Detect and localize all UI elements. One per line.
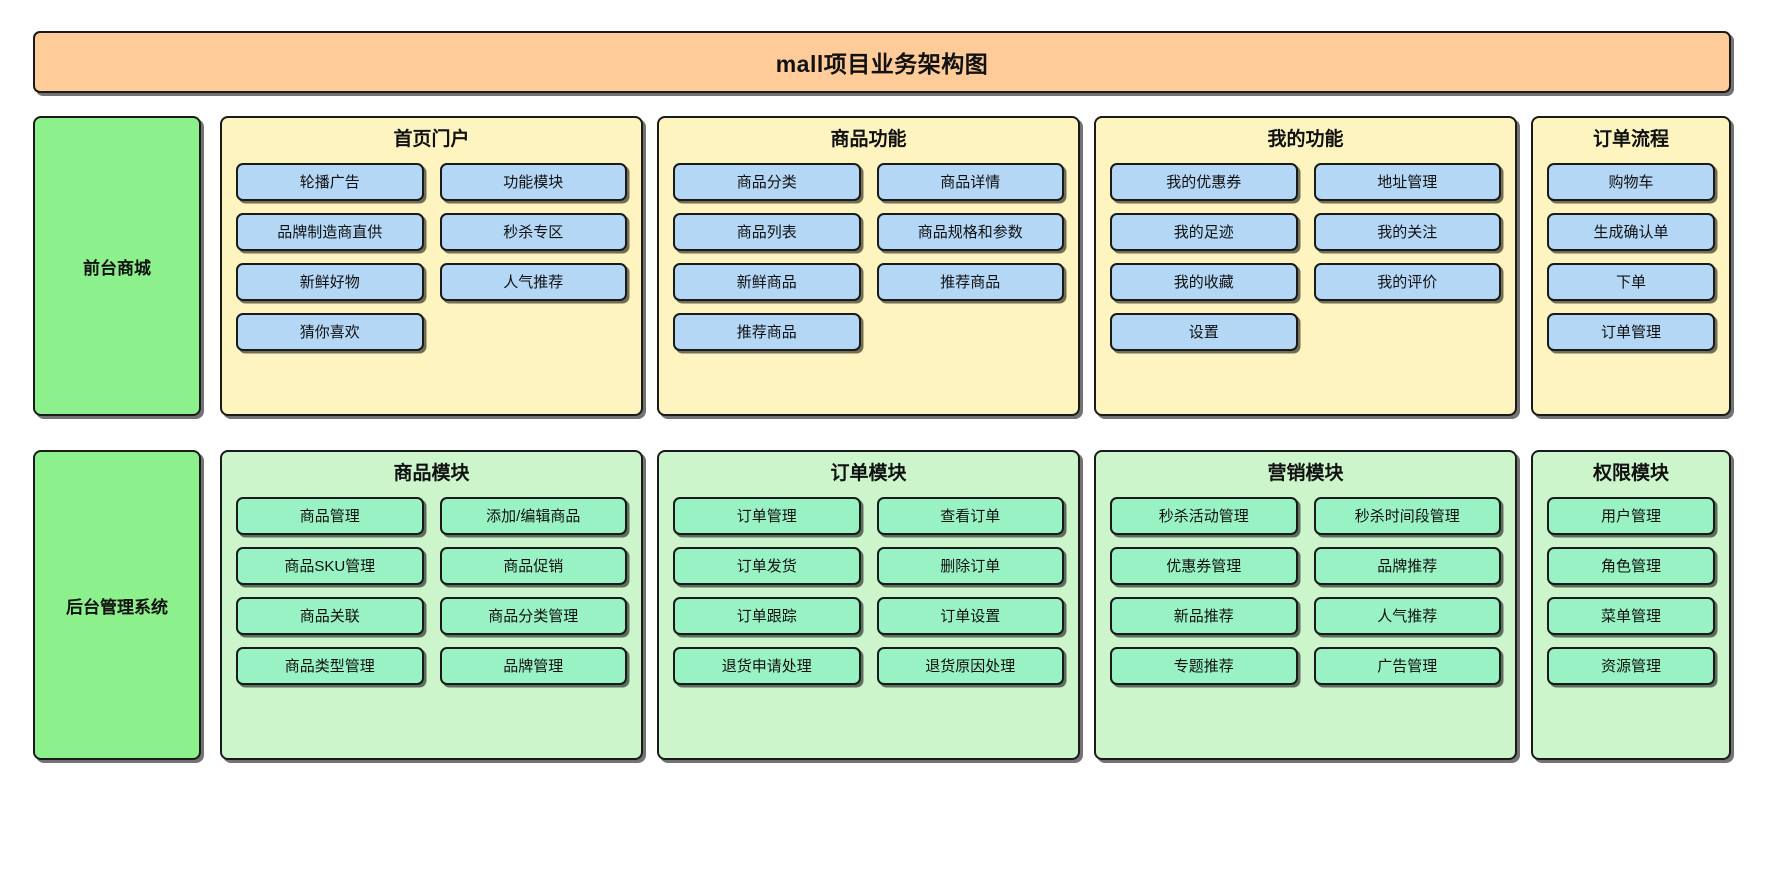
node-order-settings[interactable]: 订单设置 (876, 596, 1064, 635)
node-guess-you-like[interactable]: 猜你喜欢 (236, 312, 424, 351)
node-product-management[interactable]: 商品管理 (236, 496, 424, 535)
node-my-follows[interactable]: 我的关注 (1313, 212, 1501, 251)
node-flash-sale-activity-mgmt[interactable]: 秒杀活动管理 (1110, 496, 1298, 535)
node-address-mgmt[interactable]: 地址管理 (1313, 162, 1501, 201)
panel-home-portal: 首页门户 轮播广告 功能模块 品牌制造商直供 秒杀专区 新鲜好物 人气推荐 猜你… (220, 116, 643, 416)
node-recommended-products[interactable]: 推荐商品 (876, 262, 1064, 301)
node-order-shipping[interactable]: 订单发货 (673, 546, 861, 585)
panel-order-module: 订单模块 订单管理 查看订单 订单发货 删除订单 订单跟踪 订单设置 退货申请处… (657, 450, 1080, 760)
panel-product-features: 商品功能 商品分类 商品详情 商品列表 商品规格和参数 新鲜商品 推荐商品 推荐… (657, 116, 1080, 416)
node-topic-recommend[interactable]: 专题推荐 (1110, 646, 1298, 685)
panel-permission-module: 权限模块 用户管理 角色管理 菜单管理 资源管理 (1531, 450, 1731, 760)
node-product-specs[interactable]: 商品规格和参数 (876, 212, 1064, 251)
panel-product-module: 商品模块 商品管理 添加/编辑商品 商品SKU管理 商品促销 商品关联 商品分类… (220, 450, 643, 760)
node-place-order[interactable]: 下单 (1547, 262, 1715, 301)
node-flash-sale-zone[interactable]: 秒杀专区 (439, 212, 627, 251)
tier-label-admin: 后台管理系统 (33, 450, 201, 760)
node-menu-management[interactable]: 菜单管理 (1547, 596, 1715, 635)
diagram-title: mall项目业务架构图 (775, 51, 989, 77)
panel-order-flow-title: 订单流程 (1592, 129, 1669, 150)
node-product-category-mgmt[interactable]: 商品分类管理 (439, 596, 627, 635)
panel-my-features: 我的功能 我的优惠券 地址管理 我的足迹 我的关注 我的收藏 我的评价 设置 (1094, 116, 1517, 416)
panel-my-features-title: 我的功能 (1267, 129, 1344, 150)
node-product-promotion[interactable]: 商品促销 (439, 546, 627, 585)
tier-label-frontend: 前台商城 (33, 116, 201, 416)
node-shopping-cart[interactable]: 购物车 (1547, 162, 1715, 201)
node-ad-management[interactable]: 广告管理 (1313, 646, 1501, 685)
node-return-request[interactable]: 退货申请处理 (673, 646, 861, 685)
panel-order-module-title: 订单模块 (830, 463, 907, 484)
node-popular-recommend-admin[interactable]: 人气推荐 (1313, 596, 1501, 635)
panel-product-module-title: 商品模块 (393, 463, 470, 484)
node-product-detail[interactable]: 商品详情 (876, 162, 1064, 201)
node-my-footprint[interactable]: 我的足迹 (1110, 212, 1298, 251)
tier-frontend-panels: 首页门户 轮播广告 功能模块 品牌制造商直供 秒杀专区 新鲜好物 人气推荐 猜你… (220, 116, 1731, 416)
node-add-edit-product[interactable]: 添加/编辑商品 (439, 496, 627, 535)
node-order-mgmt[interactable]: 订单管理 (1547, 312, 1715, 351)
node-popular-recommend[interactable]: 人气推荐 (439, 262, 627, 301)
node-fresh-products[interactable]: 新鲜商品 (673, 262, 861, 301)
node-my-favorites[interactable]: 我的收藏 (1110, 262, 1298, 301)
node-coupon-management[interactable]: 优惠券管理 (1110, 546, 1298, 585)
tier-label-admin-text: 后台管理系统 (66, 597, 168, 617)
node-feature-module[interactable]: 功能模块 (439, 162, 627, 201)
node-confirm-order[interactable]: 生成确认单 (1547, 212, 1715, 251)
panel-marketing-module-items: 秒杀活动管理 秒杀时间段管理 优惠券管理 品牌推荐 新品推荐 人气推荐 专题推荐… (1110, 496, 1501, 685)
node-order-management[interactable]: 订单管理 (673, 496, 861, 535)
node-view-order[interactable]: 查看订单 (876, 496, 1064, 535)
panel-marketing-module: 营销模块 秒杀活动管理 秒杀时间段管理 优惠券管理 品牌推荐 新品推荐 人气推荐… (1094, 450, 1517, 760)
node-my-reviews[interactable]: 我的评价 (1313, 262, 1501, 301)
tier-frontend: 前台商城 首页门户 轮播广告 功能模块 品牌制造商直供 秒杀专区 新鲜好物 人气… (33, 116, 1731, 416)
node-resource-management[interactable]: 资源管理 (1547, 646, 1715, 685)
panel-order-flow: 订单流程 购物车 生成确认单 下单 订单管理 (1531, 116, 1731, 416)
node-product-relation[interactable]: 商品关联 (236, 596, 424, 635)
panel-permission-module-title: 权限模块 (1592, 463, 1669, 484)
diagram-title-banner: mall项目业务架构图 (33, 31, 1731, 93)
node-return-reason[interactable]: 退货原因处理 (876, 646, 1064, 685)
node-fresh-goods[interactable]: 新鲜好物 (236, 262, 424, 301)
node-product-type-mgmt[interactable]: 商品类型管理 (236, 646, 424, 685)
panel-product-features-items: 商品分类 商品详情 商品列表 商品规格和参数 新鲜商品 推荐商品 推荐商品 (673, 162, 1064, 351)
node-brand-direct[interactable]: 品牌制造商直供 (236, 212, 424, 251)
node-product-sku-management[interactable]: 商品SKU管理 (236, 546, 424, 585)
panel-product-features-title: 商品功能 (830, 129, 907, 150)
panel-order-flow-items: 购物车 生成确认单 下单 订单管理 (1547, 162, 1715, 351)
node-role-management[interactable]: 角色管理 (1547, 546, 1715, 585)
node-delete-order[interactable]: 删除订单 (876, 546, 1064, 585)
node-flash-sale-period-mgmt[interactable]: 秒杀时间段管理 (1313, 496, 1501, 535)
node-product-list[interactable]: 商品列表 (673, 212, 861, 251)
node-brand-recommend[interactable]: 品牌推荐 (1313, 546, 1501, 585)
panel-home-portal-title: 首页门户 (393, 129, 470, 150)
panel-order-module-items: 订单管理 查看订单 订单发货 删除订单 订单跟踪 订单设置 退货申请处理 退货原… (673, 496, 1064, 685)
tier-admin: 后台管理系统 商品模块 商品管理 添加/编辑商品 商品SKU管理 商品促销 商品… (33, 450, 1731, 760)
node-user-management[interactable]: 用户管理 (1547, 496, 1715, 535)
panel-product-module-items: 商品管理 添加/编辑商品 商品SKU管理 商品促销 商品关联 商品分类管理 商品… (236, 496, 627, 685)
tier-label-frontend-text: 前台商城 (83, 258, 151, 278)
node-my-coupons[interactable]: 我的优惠券 (1110, 162, 1298, 201)
node-new-product-recommend[interactable]: 新品推荐 (1110, 596, 1298, 635)
panel-permission-module-items: 用户管理 角色管理 菜单管理 资源管理 (1547, 496, 1715, 685)
panel-my-features-items: 我的优惠券 地址管理 我的足迹 我的关注 我的收藏 我的评价 设置 (1110, 162, 1501, 351)
node-recommended-products-2[interactable]: 推荐商品 (673, 312, 861, 351)
panel-marketing-module-title: 营销模块 (1267, 463, 1344, 484)
node-order-tracking[interactable]: 订单跟踪 (673, 596, 861, 635)
node-settings[interactable]: 设置 (1110, 312, 1298, 351)
node-carousel-ad[interactable]: 轮播广告 (236, 162, 424, 201)
node-brand-management[interactable]: 品牌管理 (439, 646, 627, 685)
panel-home-portal-items: 轮播广告 功能模块 品牌制造商直供 秒杀专区 新鲜好物 人气推荐 猜你喜欢 (236, 162, 627, 351)
node-product-category[interactable]: 商品分类 (673, 162, 861, 201)
tier-admin-panels: 商品模块 商品管理 添加/编辑商品 商品SKU管理 商品促销 商品关联 商品分类… (220, 450, 1731, 760)
